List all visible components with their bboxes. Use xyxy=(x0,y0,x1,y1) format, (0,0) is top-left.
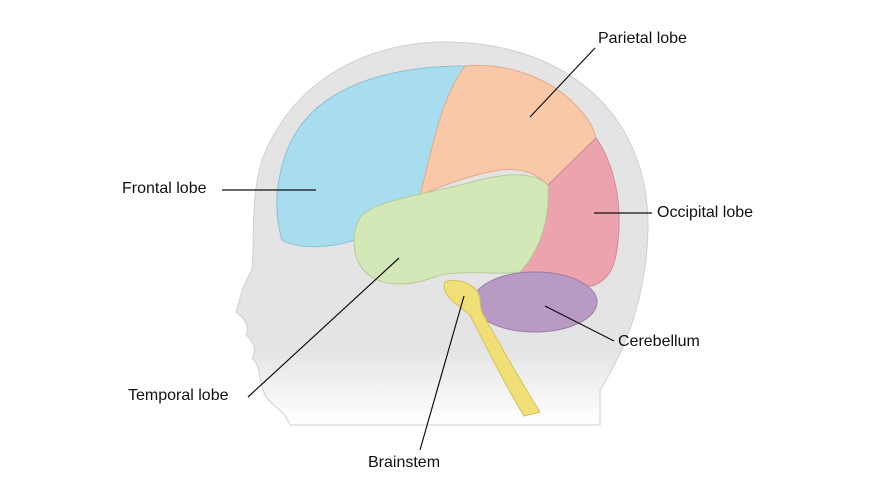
temporal-leader-line xyxy=(247,257,400,398)
label-occipital-lobe: Occipital lobe xyxy=(657,204,754,221)
label-temporal-lobe: Temporal lobe xyxy=(128,387,229,404)
parietal-leader-line xyxy=(529,47,596,118)
label-cerebellum: Cerebellum xyxy=(618,333,700,350)
label-brainstem: Brainstem xyxy=(368,454,441,471)
brainstem xyxy=(443,279,541,417)
label-frontal-lobe: Frontal lobe xyxy=(122,180,207,197)
parietal-lobe xyxy=(419,64,597,196)
temporal-lobe xyxy=(353,174,549,285)
cerebellum-leader-line xyxy=(544,305,615,342)
label-parietal-lobe: Parietal lobe xyxy=(598,30,687,47)
brainstem-leader-line xyxy=(419,295,465,451)
